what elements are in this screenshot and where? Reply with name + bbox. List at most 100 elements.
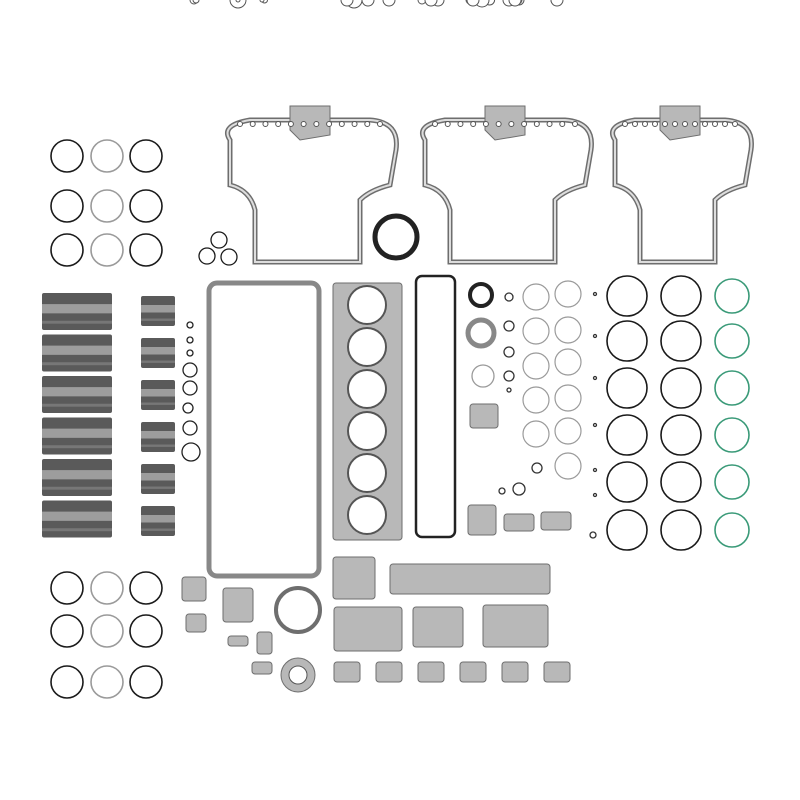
liner-band [141,431,175,439]
bolt-hole [722,121,728,127]
o-ring [182,420,198,436]
o-ring [186,349,194,357]
o-ring [592,333,598,339]
o-ring [471,364,495,388]
o-ring [220,248,238,266]
o-ring [503,346,515,358]
timing-cover-gasket-center [420,105,594,265]
o-ring [660,414,702,456]
liner-band [141,486,175,489]
o-ring [129,614,163,648]
port-hole [382,0,396,7]
cylinder-liner [141,338,175,368]
liner-band [141,389,175,397]
o-ring [90,665,124,699]
thermostat-gasket-body [222,587,254,623]
liner-band [42,486,112,490]
cylinder-head-gasket [332,282,403,541]
bolt-hole [495,121,502,127]
o-ring [182,362,198,378]
o-ring [468,282,494,308]
o-ring [714,464,750,500]
exhaust-port-gasket-body [375,661,403,683]
o-ring [129,189,163,223]
cylinder-bore [347,453,387,493]
o-ring [554,280,582,308]
o-ring [554,384,582,412]
bolt-hole [662,121,668,127]
o-ring [522,317,550,345]
liner-band [42,428,112,438]
cylinder-liner [141,380,175,410]
exhaust-port-gasket [501,0,529,683]
o-ring [465,317,497,349]
small-gasket [185,0,207,633]
exhaust-port-gasket [417,0,445,683]
o-ring [660,461,702,503]
cylinder-liner [42,293,112,330]
liner-band [42,528,112,532]
liner-band [141,528,175,531]
small-gasket-body [251,661,273,675]
o-ring [714,278,750,314]
liner-band [42,345,112,355]
o-ring [90,139,124,173]
port-hole [508,0,522,7]
o-ring [660,275,702,317]
liner-band [141,347,175,355]
o-ring [522,386,550,414]
port-hole [361,0,375,7]
o-ring [512,482,526,496]
liner-band [42,362,112,366]
o-ring [210,231,228,249]
oil-pan-gasket [206,280,322,579]
bolt-hole [377,121,383,127]
cover-plate-gasket-body [333,606,403,652]
o-ring [90,571,124,605]
cover-gasket-outline [610,117,754,265]
cylinder-bore [347,327,387,367]
exhaust-port-gasket [333,0,361,683]
o-ring [503,370,515,382]
o-ring [90,233,124,267]
bolt-hole [470,121,477,127]
exhaust-port-gasket-body [333,661,361,683]
bolt-hole [682,121,688,127]
o-ring [50,571,84,605]
liner-band [141,444,175,447]
o-ring [606,414,648,456]
o-ring [372,213,420,261]
o-ring [50,189,84,223]
o-ring [90,189,124,223]
liner-band [141,360,175,363]
bracket-gasket-body [412,606,464,648]
bolt-hole [622,121,628,127]
o-ring [606,367,648,409]
small-gasket-body [256,631,273,655]
turbo-gasket-body [467,504,497,536]
liner-band [42,511,112,521]
bracket-gasket-body [482,604,549,648]
port-hole [424,0,438,7]
cylinder-liner [42,376,112,413]
exhaust-port-gasket-body [459,661,487,683]
cylinder-liner [141,422,175,452]
exhaust-port-gasket [459,0,487,683]
timing-cover-gasket-left [225,105,399,265]
o-ring [714,323,750,359]
o-ring [592,422,598,428]
bolt-hole [652,121,658,127]
exhaust-port-gasket-body [417,661,445,683]
o-ring [129,665,163,699]
o-ring [522,352,550,380]
bolt-hole [546,121,553,127]
bolt-hole [692,121,698,127]
bolt-hole [712,121,718,127]
o-ring [592,492,598,498]
liner-band [42,403,112,407]
port-hole [229,0,247,9]
o-ring [660,509,702,551]
bolt-hole [287,121,294,127]
bolt-hole [702,121,708,127]
cylinder-bore [347,285,387,325]
